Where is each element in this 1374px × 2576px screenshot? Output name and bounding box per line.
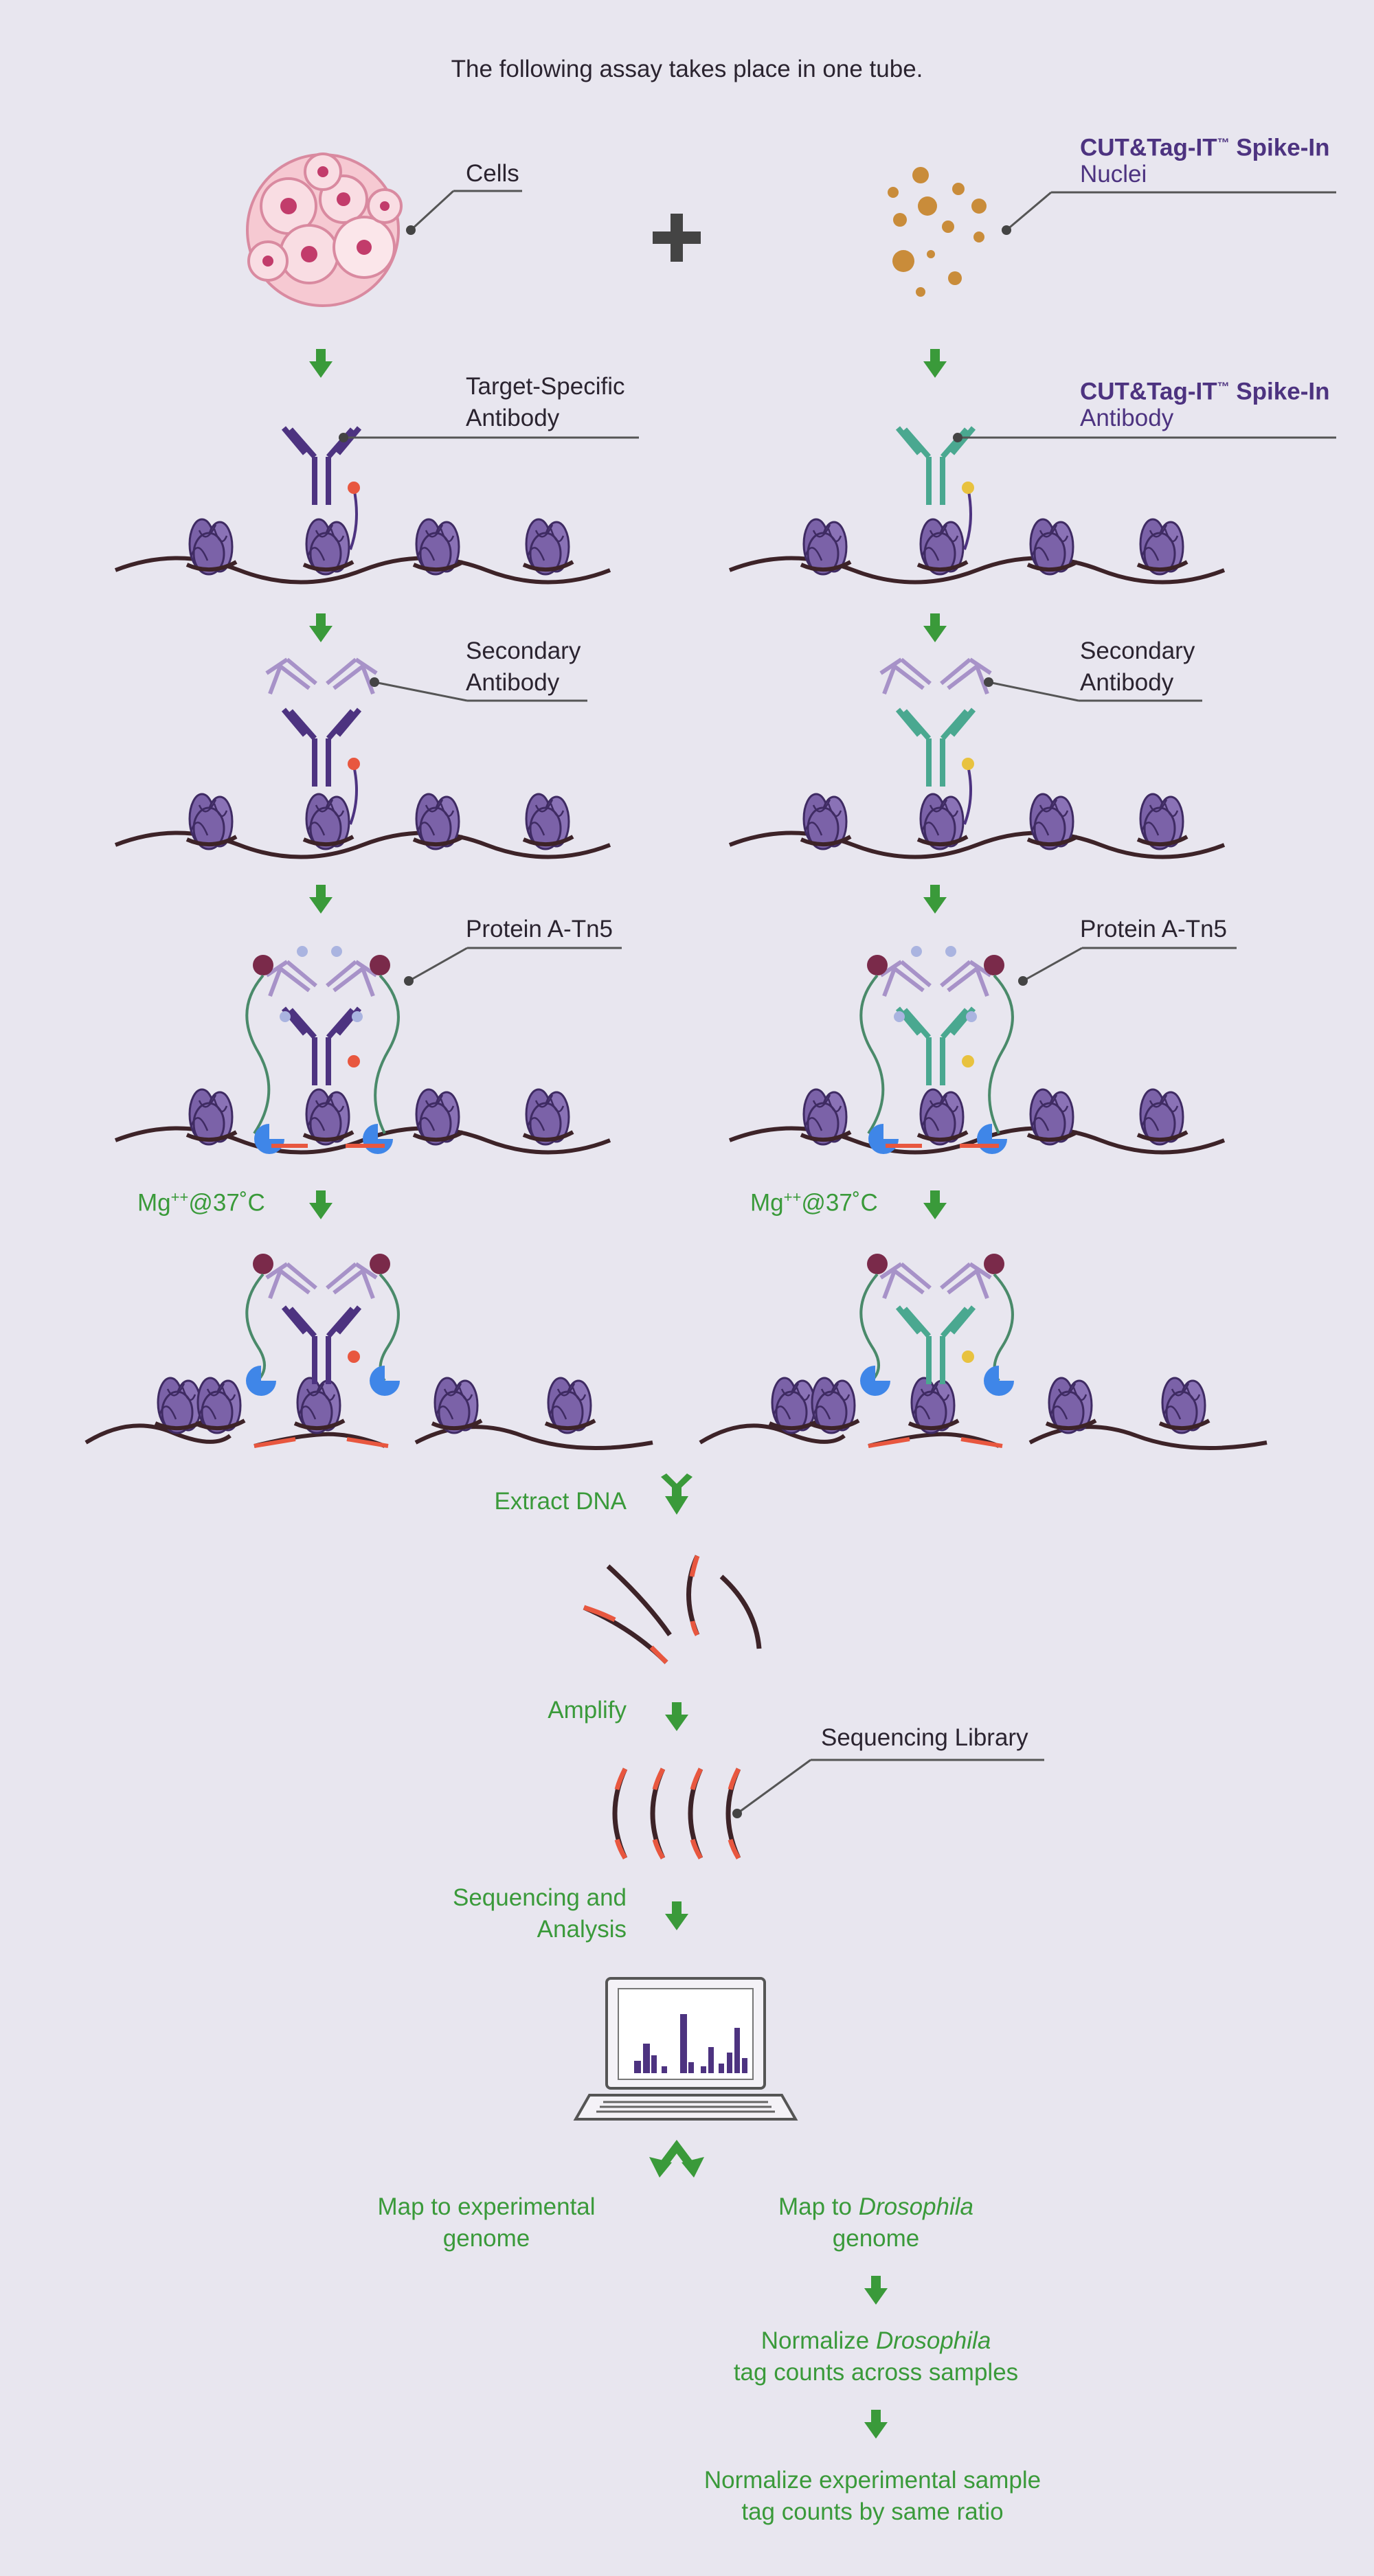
secondary-antibody-label-left-2: Antibody — [466, 669, 560, 696]
spikein-nuclei-title: CUT&Tag-IT™ Spike-In — [1080, 134, 1330, 161]
cells-label: Cells — [466, 160, 519, 187]
target-antibody-1 — [284, 428, 359, 505]
condition-label-right: Mg++@37˚C — [750, 1188, 878, 1217]
cells-leader — [409, 190, 455, 231]
split-arrow-icon — [649, 2140, 704, 2178]
amplify-label: Amplify — [548, 1697, 627, 1724]
header-text: The following assay takes place in one t… — [451, 56, 923, 82]
dna-row-right-1 — [730, 519, 1224, 583]
condition-label-left: Mg++@37˚C — [137, 1188, 265, 1217]
cells-illustration — [246, 152, 403, 307]
dna-fragments — [583, 1555, 762, 1664]
pa-tn5-left — [245, 946, 400, 1154]
arrow-right-1 — [923, 349, 947, 378]
secondary-antibody-label-left-1: Secondary — [466, 637, 581, 664]
sequencing-library — [612, 1767, 741, 1860]
normalize-experimental-label-2: tag counts by same ratio — [741, 2498, 1004, 2525]
dna-row-right-3 — [730, 1089, 1224, 1153]
released-tn5-right — [859, 1254, 1014, 1396]
dna-row-left-2 — [115, 794, 610, 857]
spikein-antibody-1 — [898, 428, 973, 505]
protein-a-tn5-label-right: Protein A-Tn5 — [1080, 916, 1227, 942]
merge-arrow-icon — [661, 1473, 692, 1515]
spikein-antibody-subtitle: Antibody — [1080, 405, 1174, 431]
pa-tn5-right — [859, 946, 1014, 1154]
spikein-nuclei-subtitle: Nuclei — [1080, 161, 1147, 188]
secondary-antibody-left — [267, 659, 376, 694]
normalize-experimental-label-1: Normalize experimental sample — [703, 2467, 1041, 2494]
map-experimental-label-1: Map to experimental — [377, 2193, 596, 2220]
normalize-drosophila-label-1: Normalize Drosophila — [761, 2327, 991, 2354]
cut-dna-right — [699, 1378, 1268, 1450]
sequencing-analysis-label-2: Analysis — [537, 1916, 627, 1943]
sequencing-peaks — [634, 2014, 747, 2073]
plus-icon — [653, 214, 701, 262]
protein-a-tn5-label-left: Protein A-Tn5 — [466, 916, 613, 942]
target-antibody-label-1: Target-Specific — [466, 373, 625, 400]
spikein-antibody-title: CUT&Tag-IT™ Spike-In — [1080, 378, 1330, 405]
cut-dna-left — [85, 1378, 653, 1450]
secondary-antibody-label-right-1: Secondary — [1080, 637, 1195, 664]
secondary-antibody-label-right-2: Antibody — [1080, 669, 1174, 696]
sequencing-library-label: Sequencing Library — [821, 1724, 1028, 1751]
sequencing-analysis-label-1: Sequencing and — [453, 1884, 627, 1911]
dna-row-left-3 — [115, 1089, 610, 1153]
map-drosophila-label-1: Map to Drosophila — [778, 2193, 974, 2220]
dna-row-right-2 — [730, 794, 1224, 857]
map-experimental-label-2: genome — [442, 2225, 530, 2252]
dna-row-left-1 — [115, 519, 610, 583]
extract-dna-label: Extract DNA — [494, 1488, 627, 1515]
map-drosophila-label-2: genome — [832, 2225, 920, 2252]
spike-in-nuclei-illustration — [888, 167, 987, 297]
secondary-antibody-right — [881, 659, 991, 694]
released-tn5-left — [245, 1254, 400, 1396]
normalize-drosophila-label-2: tag counts across samples — [733, 2359, 1019, 2386]
target-antibody-label-2: Antibody — [466, 405, 560, 431]
arrow-left-1 — [309, 349, 333, 378]
laptop-icon — [574, 1977, 797, 2121]
